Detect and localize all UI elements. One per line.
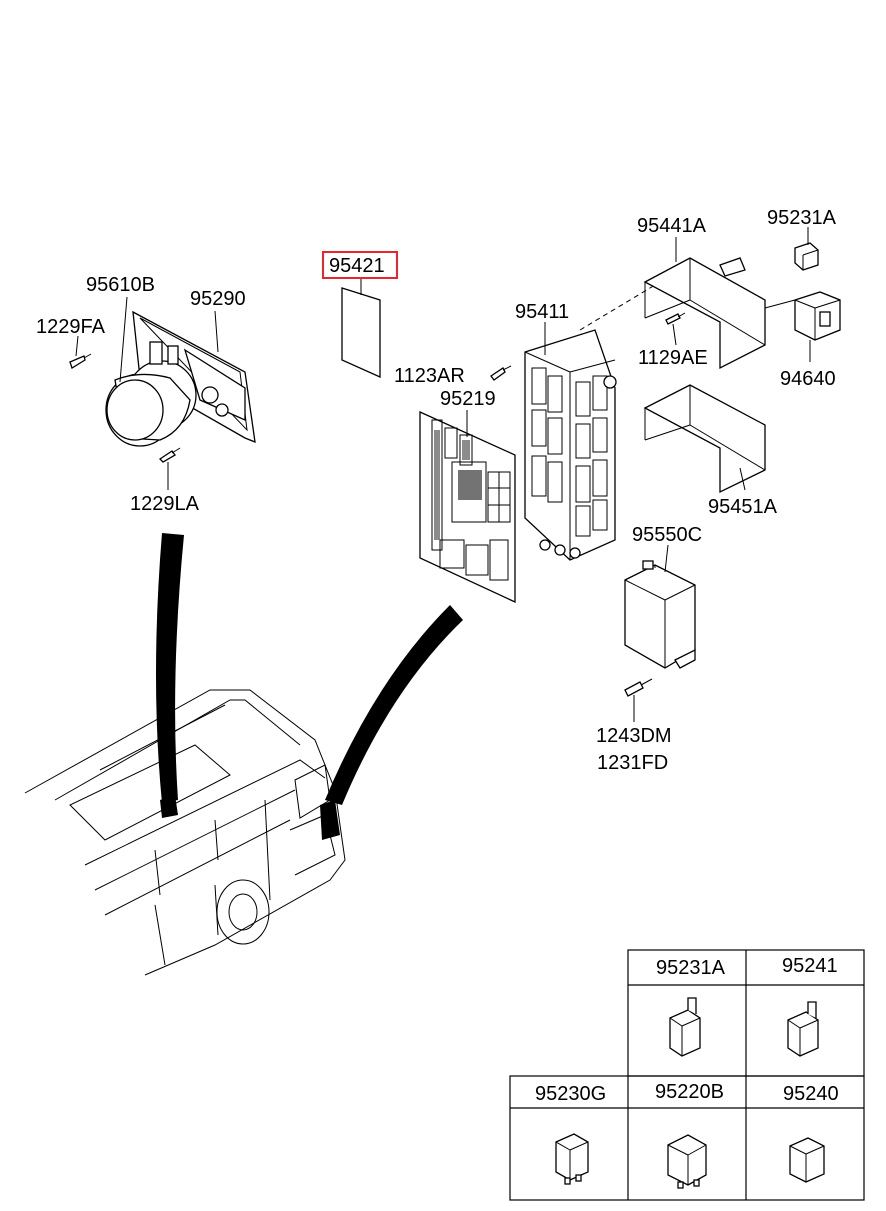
- label-95411[interactable]: 95411: [515, 301, 569, 323]
- relay-95231A[interactable]: [794, 242, 819, 271]
- label-1243DM[interactable]: 1243DM: [596, 725, 672, 747]
- fog-lamp-assembly[interactable]: [69, 310, 256, 463]
- screw-1123AR[interactable]: [490, 365, 512, 381]
- relay-icon-95241[interactable]: [787, 1001, 819, 1057]
- leader-95451A: [739, 467, 746, 491]
- bracket-95441A[interactable]: [643, 257, 766, 370]
- screw-1129AE[interactable]: [665, 312, 686, 325]
- relay-table: [509, 949, 865, 1201]
- label-95441A[interactable]: 95441A: [637, 215, 707, 237]
- label-95421[interactable]: 95421: [329, 255, 385, 277]
- highlight-box-95421: [322, 251, 398, 279]
- relay-icon-95230G[interactable]: [555, 1133, 589, 1185]
- relay-icon-95240[interactable]: [789, 1137, 825, 1183]
- pointer-fog-lamp: [156, 533, 184, 803]
- fuse-label-95219[interactable]: [419, 410, 516, 604]
- label-95231A[interactable]: 95231A: [767, 207, 837, 229]
- label-1231FD[interactable]: 1231FD: [597, 752, 668, 774]
- pointer-junction-box: [325, 605, 463, 805]
- leader-95610B: [119, 296, 128, 383]
- label-95610B[interactable]: 95610B: [86, 274, 155, 296]
- link-94640: [764, 299, 796, 309]
- label-95290[interactable]: 95290: [190, 288, 246, 310]
- junction-box-95411[interactable]: [524, 329, 617, 561]
- leader-95290: [214, 310, 219, 353]
- table-label-95240[interactable]: 95240: [783, 1083, 839, 1105]
- label-95219[interactable]: 95219: [440, 388, 496, 410]
- dash-leader-box: [579, 284, 656, 331]
- label-95451A[interactable]: 95451A: [708, 496, 778, 518]
- leader-1129AE: [672, 323, 677, 346]
- leader-95550C: [664, 544, 669, 573]
- table-label-95231A[interactable]: 95231A: [656, 957, 726, 979]
- van-illustration: [24, 689, 346, 976]
- module-95550C[interactable]: [624, 560, 696, 669]
- label-94640[interactable]: 94640: [780, 368, 836, 390]
- screw-1243DM[interactable]: [624, 678, 653, 697]
- label-1229LA[interactable]: 1229LA: [130, 493, 200, 515]
- leader-1229FA: [75, 335, 79, 357]
- relay-icon-95220B[interactable]: [667, 1134, 707, 1189]
- table-label-95230G[interactable]: 95230G: [535, 1083, 606, 1105]
- bracket-95451A[interactable]: [643, 384, 766, 494]
- label-1129AE[interactable]: 1129AE: [638, 347, 708, 369]
- label-1229FA[interactable]: 1229FA: [36, 316, 106, 338]
- module-94640[interactable]: [794, 291, 841, 341]
- table-label-95220B[interactable]: 95220B: [655, 1081, 724, 1103]
- table-label-95241[interactable]: 95241: [782, 955, 838, 977]
- card-95421[interactable]: [341, 287, 381, 379]
- label-1123AR[interactable]: 1123AR: [394, 365, 465, 387]
- relay-icon-95231A[interactable]: [669, 997, 701, 1057]
- label-95550C[interactable]: 95550C: [632, 524, 702, 546]
